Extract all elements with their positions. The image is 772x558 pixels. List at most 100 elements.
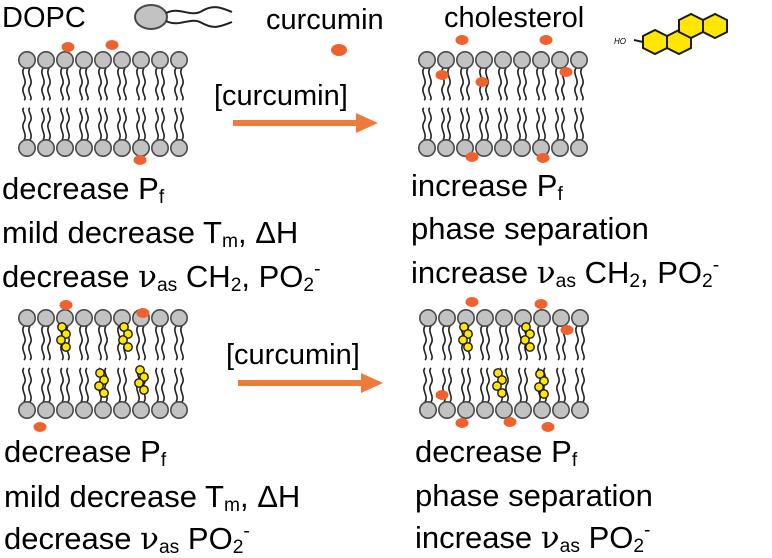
cholesterol-molecule	[458, 322, 473, 352]
lipid-headgroup	[418, 400, 437, 419]
lipid-headgroup	[493, 50, 512, 69]
curcumin-molecule	[455, 35, 469, 45]
lipid-headgroup	[94, 50, 113, 69]
bilayer-top-left	[17, 40, 189, 165]
bilayer-bottom-left	[17, 300, 189, 432]
lipid-headgroup	[17, 308, 36, 327]
curcumin-molecule	[559, 67, 573, 77]
lipid-headgroup	[94, 400, 113, 419]
curcumin-molecule	[136, 308, 150, 318]
curcumin-molecule	[560, 325, 574, 335]
curcumin-molecule	[33, 422, 47, 432]
bilayer-bottom-right	[418, 297, 589, 432]
lipid-headgroup	[455, 50, 474, 69]
lipid-headgroup	[551, 308, 570, 327]
lipid-headgroup	[455, 139, 474, 158]
cholesterol-molecule	[534, 369, 549, 399]
bilayer-bottom-left-tails	[22, 325, 184, 403]
cholesterol-molecule	[134, 365, 149, 395]
lipid-headgroup	[94, 139, 113, 158]
lipid-headgroup	[36, 400, 55, 419]
lipid-headgroup	[569, 139, 588, 158]
lipid-headgroup	[512, 139, 531, 158]
cholesterol-molecule	[492, 368, 507, 398]
lipid-headgroup	[55, 400, 74, 419]
dopc-label: DOPC	[2, 2, 86, 34]
bilayer-top-right	[417, 35, 588, 163]
lipid-headgroup	[437, 400, 456, 419]
lipid-headgroup	[532, 308, 551, 327]
bilayer-bottom-right-headgroups	[418, 308, 589, 419]
curcumin-molecule	[475, 77, 489, 87]
curcumin-molecule	[465, 152, 479, 162]
lipid-headgroup	[132, 400, 151, 419]
lipid-headgroup	[550, 50, 569, 69]
lipid-headgroup	[551, 400, 570, 419]
lipid-headgroup	[436, 139, 455, 158]
lipid-headgroup	[132, 139, 151, 158]
tr-line3: increase νas CH2, PO2-	[411, 255, 720, 293]
tr-line2: phase separation	[411, 211, 649, 246]
cholesterol-molecule	[56, 322, 71, 352]
lipid-headgroup	[55, 50, 74, 69]
arrow-top-label: [curcumin]	[214, 80, 348, 112]
lipid-headgroup	[569, 50, 588, 69]
lipid-headgroup	[417, 50, 436, 69]
lipid-headgroup	[170, 139, 189, 158]
lipid-headgroup	[531, 50, 550, 69]
lipid-headgroup	[94, 308, 113, 327]
lipid-headgroup	[494, 400, 513, 419]
lipid-headgroup	[437, 308, 456, 327]
lipid-headgroup	[436, 50, 455, 69]
lipid-headgroup	[36, 50, 55, 69]
curcumin-molecule	[455, 418, 469, 428]
arrow-bottom-label: [curcumin]	[226, 339, 360, 371]
lipid-headgroup	[36, 139, 55, 158]
br-line2: phase separation	[415, 478, 653, 513]
curcumin-molecule	[105, 40, 119, 50]
lipid-headgroup	[494, 308, 513, 327]
curcumin-molecule	[133, 155, 147, 165]
bilayer-top-left-headgroups	[17, 50, 189, 158]
cholesterol-molecule	[118, 322, 133, 352]
lipid-headgroup	[151, 308, 170, 327]
lipid-headgroup	[151, 50, 170, 69]
lipid-headgroup	[151, 139, 170, 158]
lipid-headgroup	[75, 139, 94, 158]
lipid-headgroup	[475, 400, 494, 419]
lipid-headgroup	[570, 400, 589, 419]
lipid-headgroup	[550, 139, 569, 158]
bilayer-bottom-left-headgroups	[17, 308, 189, 419]
bl-line2: mild decrease Tm, ΔH	[4, 479, 301, 517]
lipid-headgroup	[532, 400, 551, 419]
lipid-headgroup	[132, 50, 151, 69]
lipid-headgroup	[417, 139, 436, 158]
bilayer-top-right-headgroups	[417, 50, 588, 158]
curcumin-molecule	[539, 35, 553, 45]
lipid-headgroup	[475, 308, 494, 327]
lipid-headgroup	[418, 308, 437, 327]
lipid-headgroup	[456, 400, 475, 419]
tl-line2: mild decrease Tm, ΔH	[2, 215, 299, 253]
bilayer-top-right-tails	[422, 67, 584, 141]
lipid-headgroup	[75, 400, 94, 419]
tl-line3: decrease νas CH2, PO2-	[2, 259, 321, 297]
lipid-headgroup	[36, 308, 55, 327]
lipid-headgroup	[170, 400, 189, 419]
cholesterol-ho-label: HO	[614, 37, 626, 46]
lipid-headgroup	[55, 139, 74, 158]
lipid-headgroup	[151, 400, 170, 419]
lipid-headgroup	[474, 139, 493, 158]
lipid-headgroup	[17, 400, 36, 419]
lipid-headgroup	[17, 50, 36, 69]
curcumin-molecule	[435, 390, 449, 400]
lipid-headgroup	[570, 308, 589, 327]
lipid-headgroup	[170, 50, 189, 69]
cholesterol-legend-icon	[633, 12, 728, 56]
cholesterol-molecule	[94, 368, 109, 398]
lipid-headgroup	[170, 308, 189, 327]
bl-line1: decrease Pf	[4, 434, 167, 472]
curcumin-molecule	[536, 153, 550, 163]
br-line1: decrease Pf	[415, 434, 578, 472]
